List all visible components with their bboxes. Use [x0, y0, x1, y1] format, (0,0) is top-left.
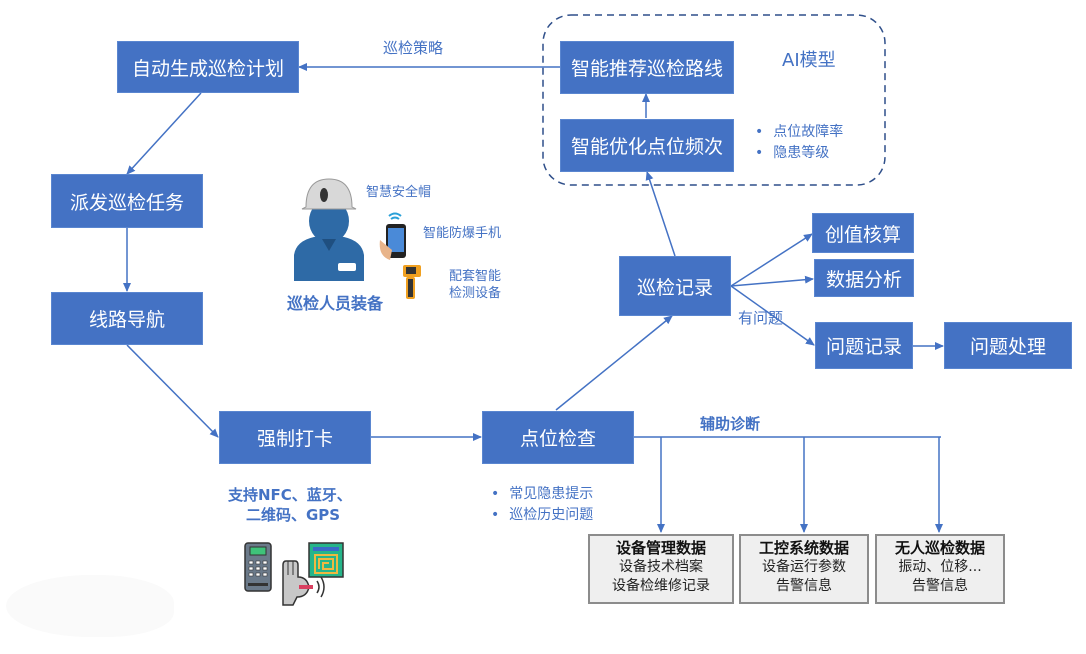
data-analysis-box[interactable]: 数据分析: [814, 259, 914, 297]
point-check-box[interactable]: 点位检查: [482, 411, 634, 464]
equipment-data-line: 设备技术档案: [619, 559, 703, 575]
arrow-record-to-analysis: [730, 275, 814, 287]
control-data-title: 工控系统数据: [758, 539, 849, 557]
hint-item: 常见隐患提示: [491, 484, 593, 505]
hand-tap-icon: [282, 560, 325, 606]
arrow-record-to-value: [730, 233, 813, 287]
issue-handling-box[interactable]: 问题处理: [944, 322, 1072, 369]
hint-item: 巡检历史问题: [491, 505, 593, 526]
unmanned-data-title: 无人巡检数据: [894, 539, 985, 557]
ai-model-title: AI模型: [782, 50, 836, 71]
equipment-data-title: 设备管理数据: [615, 539, 706, 557]
control-system-data-box[interactable]: 工控系统数据 设备运行参数 告警信息: [739, 534, 869, 604]
detection-device-icon: [403, 265, 421, 299]
ai-factor-item: 隐患等级: [755, 143, 843, 164]
optimize-frequency-box[interactable]: 智能优化点位频次: [560, 119, 734, 172]
arrow-record-to-optimize: [645, 171, 676, 257]
arrow-record-to-issue: [730, 285, 815, 346]
auto-plan-box[interactable]: 自动生成巡检计划: [117, 41, 299, 93]
device-label-line2: 检测设备: [449, 286, 502, 301]
equipment-title: 巡检人员装备: [287, 294, 384, 313]
control-data-line: 告警信息: [776, 578, 832, 594]
phone-label: 智能防爆手机: [423, 226, 502, 241]
ai-factor-item: 点位故障率: [755, 122, 843, 143]
point-check-hints: 常见隐患提示 巡检历史问题: [491, 484, 593, 526]
device-label-line1: 配套智能: [449, 269, 502, 284]
checkin-methods-icon: [244, 542, 344, 606]
equipment-data-box[interactable]: 设备管理数据 设备技术档案 设备检维修记录: [588, 534, 734, 604]
dispatch-task-box[interactable]: 派发巡检任务: [51, 174, 203, 228]
arrow-navigation-to-checkin: [126, 344, 219, 438]
arrow-pointcheck-to-record: [555, 315, 673, 411]
strategy-label: 巡检策略: [383, 39, 444, 57]
equipment-data-line: 设备检维修记录: [612, 578, 710, 594]
value-accounting-box[interactable]: 创值核算: [812, 213, 914, 253]
helmet-label: 智慧安全帽: [366, 185, 432, 200]
checkin-support-line2: 二维码、GPS: [246, 506, 341, 524]
arrow-plan-to-dispatch: [126, 92, 202, 175]
ai-model-container: [542, 14, 886, 186]
unmanned-data-line: 告警信息: [912, 578, 968, 594]
background-smudge: [6, 575, 174, 637]
unmanned-data-line: 振动、位移...: [898, 559, 982, 575]
issue-record-box[interactable]: 问题记录: [815, 322, 913, 369]
route-navigation-box[interactable]: 线路导航: [51, 292, 203, 345]
explosion-proof-phone-icon: [379, 212, 406, 260]
forced-checkin-box[interactable]: 强制打卡: [219, 411, 371, 464]
assist-diagnosis-label: 辅助诊断: [700, 415, 761, 433]
recommend-route-box[interactable]: 智能推荐巡检路线: [560, 41, 734, 94]
has-issue-label: 有问题: [738, 309, 784, 327]
inspection-record-box[interactable]: 巡检记录: [619, 256, 731, 316]
ai-factors-list: 点位故障率 隐患等级: [755, 122, 843, 164]
control-data-line: 设备运行参数: [762, 559, 846, 575]
unmanned-inspection-data-box[interactable]: 无人巡检数据 振动、位移... 告警信息: [875, 534, 1005, 604]
checkin-support-line1: 支持NFC、蓝牙、: [228, 486, 352, 504]
card-reader-icon: [244, 542, 272, 592]
qr-panel-icon: [308, 542, 344, 578]
inspector-person-icon: [294, 178, 364, 281]
